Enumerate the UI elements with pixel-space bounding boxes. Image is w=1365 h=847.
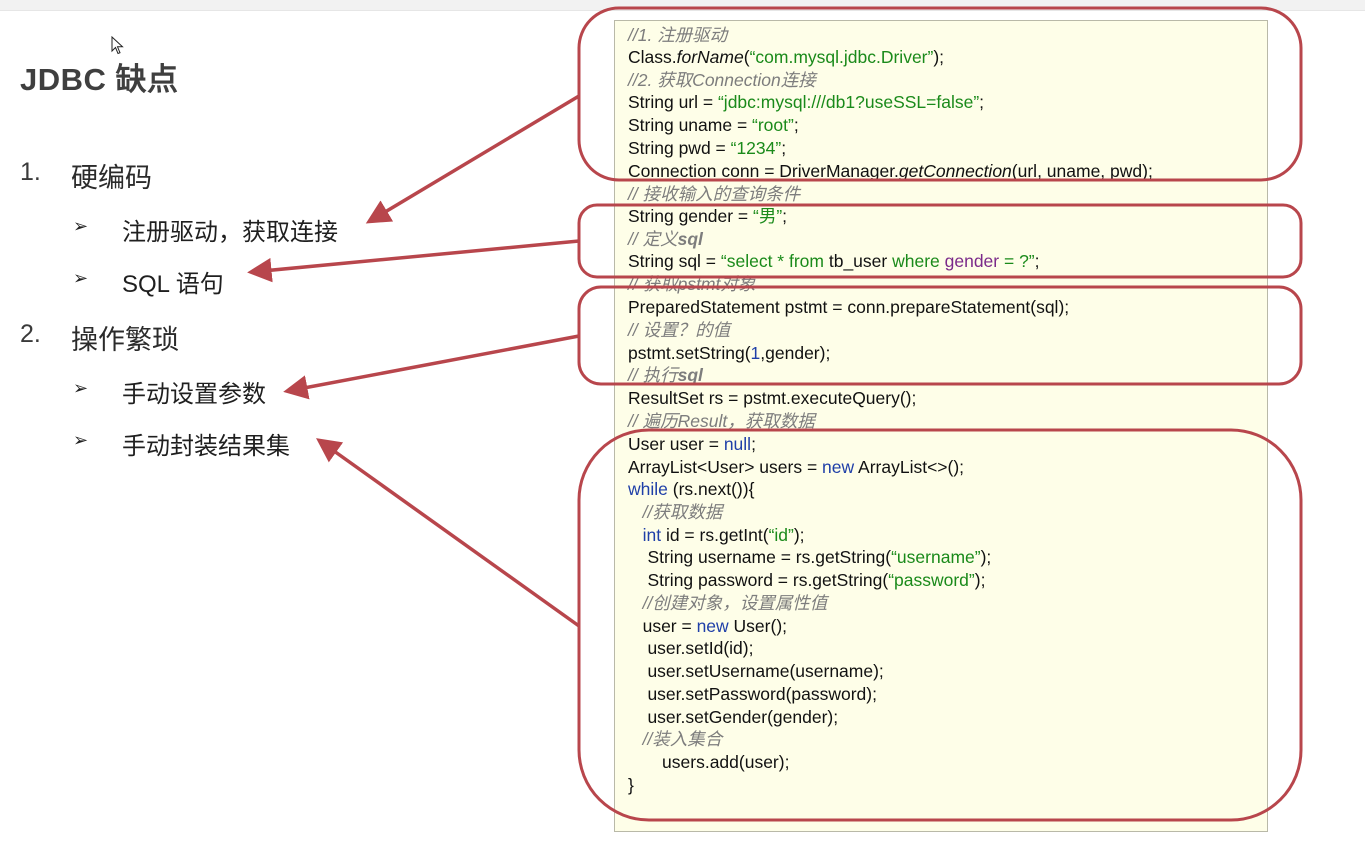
- sub-point-sql-statement: SQL 语句: [122, 271, 224, 298]
- code-line: //1. 注册驱动: [628, 25, 728, 45]
- mouse-cursor-icon: [111, 36, 124, 55]
- code-line: //2. 获取Connection连接: [628, 70, 816, 90]
- point-1-number: 1.: [20, 158, 41, 186]
- point-2-number: 2.: [20, 320, 41, 348]
- code-line: // 遍历Result，获取数据: [628, 411, 815, 431]
- top-strip: [0, 0, 1365, 11]
- code-line: // 获取pstmt对象: [628, 274, 756, 294]
- code-line: users.add(user);: [628, 752, 790, 772]
- code-line: // 设置？的值: [628, 320, 731, 340]
- code-line: // 接收输入的查询条件: [628, 184, 801, 204]
- arrow-params: [283, 334, 580, 400]
- sub-point-set-params: 手动设置参数: [122, 381, 266, 408]
- bullet-icon: ➢: [73, 268, 89, 288]
- code-line: // 执行sql: [628, 365, 703, 385]
- point-2-label: 操作繁琐: [71, 325, 179, 355]
- point-1-label: 硬编码: [71, 163, 152, 193]
- code-line: String gender = “男”;: [628, 206, 788, 226]
- code-line: user.setId(id);: [628, 638, 754, 658]
- code-line: //创建对象，设置属性值: [628, 593, 828, 613]
- code-line: user.setGender(gender);: [628, 707, 839, 727]
- bullet-icon: ➢: [73, 216, 89, 236]
- code-line: // 定义sql: [628, 229, 703, 249]
- code-line: //获取数据: [628, 502, 723, 522]
- code-line: while (rs.next()){: [628, 479, 755, 499]
- code-line: String sql = “select * from tb_user wher…: [628, 251, 1040, 271]
- code-line: ArrayList<User> users = new ArrayList<>(…: [628, 457, 965, 477]
- code-line: Class.forName(“com.mysql.jdbc.Driver”);: [628, 47, 945, 67]
- code-line: int id = rs.getInt(“id”);: [642, 525, 805, 545]
- code-line: String url = “jdbc:mysql:///db1?useSSL=f…: [628, 92, 985, 112]
- slide-title: JDBC 缺点: [20, 62, 179, 97]
- code-line: //装入集合: [628, 729, 723, 749]
- code-line: user = new User();: [628, 616, 788, 636]
- code-line: String username = rs.getString(“username…: [628, 547, 992, 567]
- code-line: pstmt.setString(1,gender);: [628, 343, 831, 363]
- code-line: String pwd = “1234”;: [628, 138, 787, 158]
- code-line: ResultSet rs = pstmt.executeQuery();: [628, 388, 917, 408]
- code-line: }: [628, 775, 634, 795]
- bullet-icon: ➢: [73, 378, 89, 398]
- code-line: String password = rs.getString(“password…: [628, 570, 986, 590]
- code-line: user.setPassword(password);: [628, 684, 877, 704]
- arrow-resultset: [316, 438, 581, 628]
- arrow-connection: [365, 94, 580, 224]
- code-line: String uname = “root”;: [628, 115, 799, 135]
- code-line: PreparedStatement pstmt = conn.prepareSt…: [628, 297, 1070, 317]
- sub-point-wrap-resultset: 手动封装结果集: [122, 433, 290, 460]
- code-line: user.setUsername(username);: [628, 661, 884, 681]
- code-line: Connection conn = DriverManager.getConne…: [628, 161, 1153, 181]
- code-line: User user = null;: [628, 434, 756, 454]
- sub-point-register-driver: 注册驱动，获取连接: [122, 219, 338, 246]
- bullet-icon: ➢: [73, 430, 89, 450]
